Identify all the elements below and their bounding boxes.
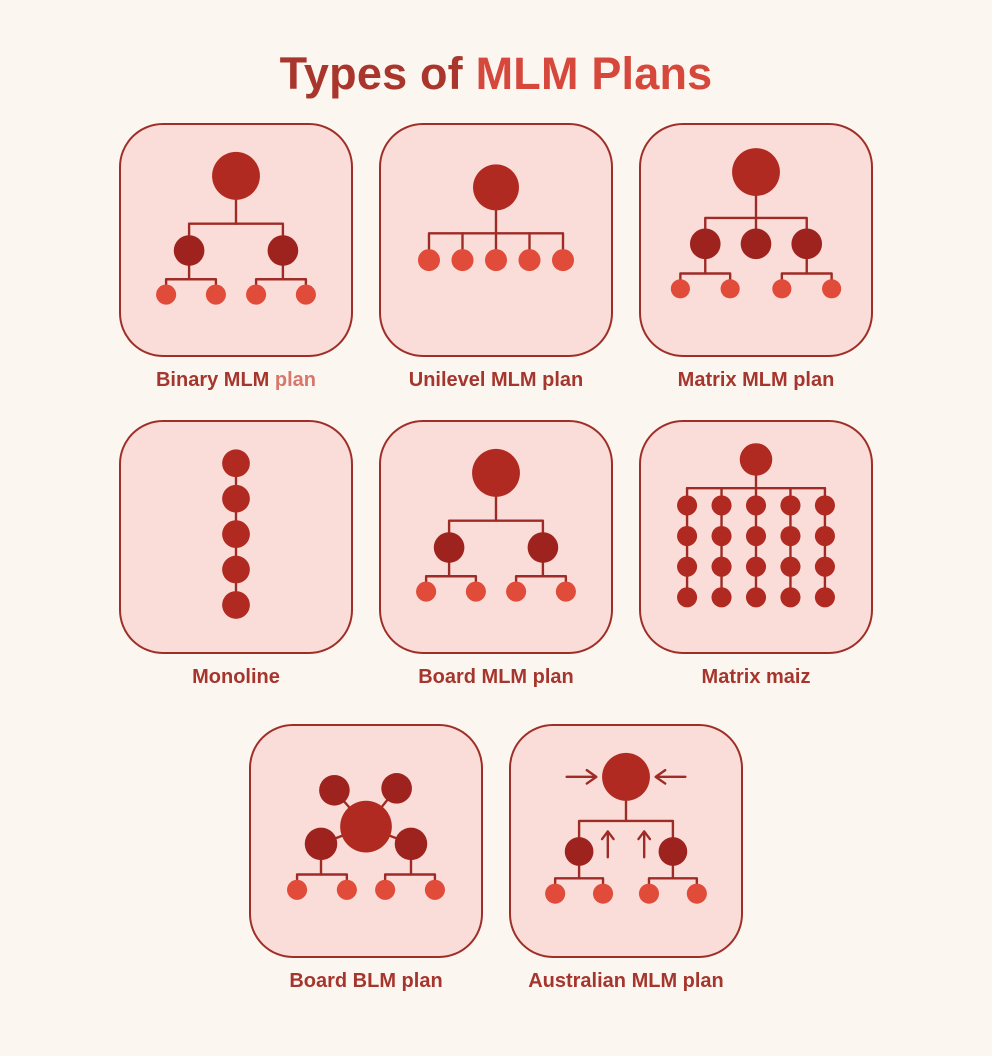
cards-row-3: Board BLM plan Australian MLM plan — [0, 724, 992, 992]
matrix-tree-diagram — [670, 148, 842, 299]
card-board-blm-plan: Board BLM plan — [249, 724, 483, 992]
label-main: Australian MLM plan — [528, 970, 724, 992]
card-matrix-maiz: Matrix maiz — [639, 420, 873, 688]
label-main: Unilevel MLM plan — [408, 369, 584, 391]
card-label-matrix: Matrix MLM plan — [678, 369, 835, 391]
card-label-unilevel: Unilevel MLM plan — [409, 369, 583, 391]
card-board-mlm-plan: Board MLM plan — [379, 420, 613, 688]
page-title: Types of MLM Plans — [0, 48, 992, 100]
label-main: Matrix MLM plan — [677, 369, 835, 391]
australian-tree-diagram — [545, 752, 707, 904]
binary-tree-diagram — [156, 151, 316, 305]
matrix-grid-diagram — [677, 443, 835, 608]
board-blm-diagram-card — [249, 724, 483, 958]
australian-diagram-card — [509, 724, 743, 958]
card-label-australian: Australian MLM plan — [528, 970, 724, 992]
unilevel-diagram-card — [379, 123, 613, 357]
hub-spoke-diagram — [287, 773, 445, 900]
cards-row-2: Monoline Board MLM plan Matrix maiz — [0, 420, 992, 688]
matrix-maiz-diagram-card — [639, 420, 873, 654]
card-label-board-blm: Board BLM plan — [289, 970, 442, 992]
board-tree-diagram — [416, 448, 576, 602]
card-binary-mlm-plan: Binary MLM plan — [119, 123, 353, 391]
card-label-binary: Binary MLM plan — [156, 369, 316, 391]
label-main: Board BLM plan — [289, 970, 443, 992]
title-highlight: MLM Plans — [475, 48, 713, 99]
title-prefix: Types of — [279, 48, 463, 99]
card-australian-mlm-plan: Australian MLM plan — [509, 724, 743, 992]
infographic-page: Types of MLM Plans Binary MLM plan Unile… — [0, 48, 992, 992]
card-monoline: Monoline — [119, 420, 353, 688]
label-main: Monoline — [192, 666, 280, 688]
label-light: plan — [274, 369, 317, 391]
label-main: Board MLM plan — [418, 666, 574, 688]
board-diagram-card — [379, 420, 613, 654]
card-unilevel-mlm-plan: Unilevel MLM plan — [379, 123, 613, 391]
matrix-diagram-card — [639, 123, 873, 357]
card-label-matrix-maiz: Matrix maiz — [702, 666, 811, 688]
card-label-monoline: Monoline — [192, 666, 280, 688]
label-main: Matrix maiz — [701, 666, 811, 688]
card-matrix-mlm-plan: Matrix MLM plan — [639, 123, 873, 391]
label-main: Binary MLM — [155, 369, 270, 391]
card-label-board-mlm: Board MLM plan — [418, 666, 574, 688]
monoline-diagram-card — [119, 420, 353, 654]
monoline-chain-diagram — [222, 449, 250, 619]
unilevel-tree-diagram — [417, 164, 575, 272]
cards-row-1: Binary MLM plan Unilevel MLM plan Matrix… — [0, 123, 992, 391]
binary-diagram-card — [119, 123, 353, 357]
page-header: Types of MLM Plans — [0, 48, 992, 100]
